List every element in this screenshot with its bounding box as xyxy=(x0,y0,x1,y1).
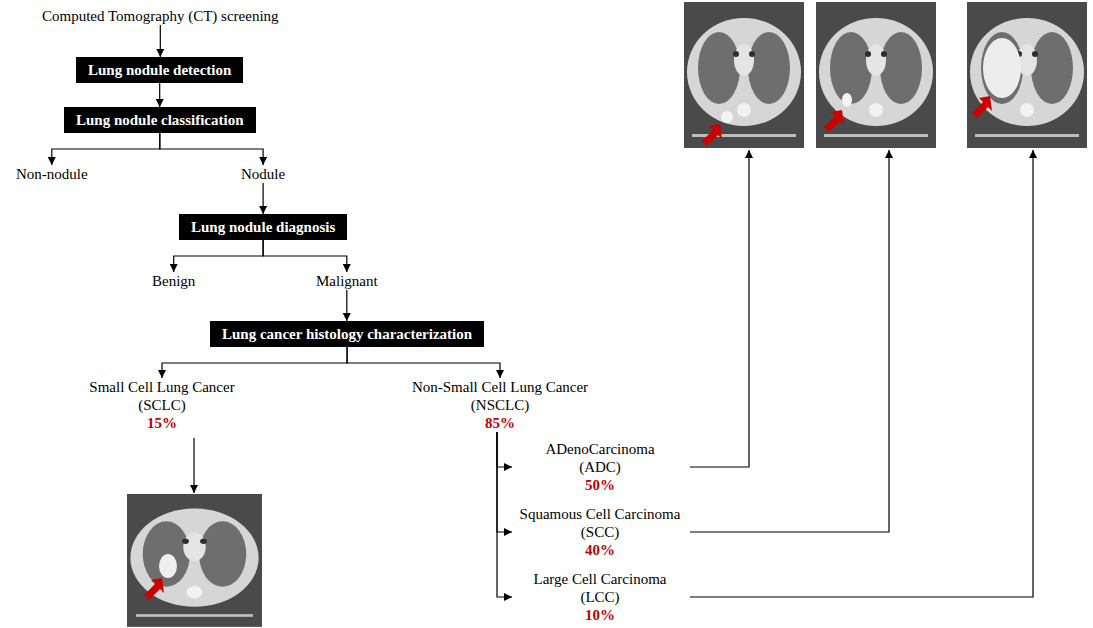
connector xyxy=(263,183,264,214)
connector xyxy=(347,347,500,378)
node-text: ADenoCarcinoma (ADC) xyxy=(533,440,668,476)
connector xyxy=(160,25,161,57)
node-text: Computed Tomography (CT) screening xyxy=(42,7,279,25)
connector xyxy=(497,432,512,597)
histology-label: Non-Small Cell Lung Cancer (NSCLC)85% xyxy=(400,378,600,432)
ct-image-scc xyxy=(816,2,936,148)
process-box: Lung nodule classification xyxy=(64,107,256,133)
node-text: Small Cell Lung Cancer (SCLC) xyxy=(80,378,245,414)
leader-arrow xyxy=(690,150,749,467)
flow-text: Malignant xyxy=(316,272,378,290)
ct-image-adc xyxy=(684,2,804,148)
histology-label: Squamous Cell Carcinoma (SCC)40% xyxy=(512,505,688,559)
percentage: 50% xyxy=(512,476,688,494)
leader-arrow xyxy=(690,150,1033,597)
node-text: Non-nodule xyxy=(16,165,88,183)
percentage: 85% xyxy=(400,414,600,432)
flow-text: Computed Tomography (CT) screening xyxy=(42,7,279,25)
connector xyxy=(346,290,347,321)
connector xyxy=(52,133,160,165)
leader-arrow xyxy=(690,150,889,532)
connector xyxy=(263,240,347,272)
connector xyxy=(497,432,512,532)
process-box: Lung nodule diagnosis xyxy=(179,214,347,240)
node-text: Malignant xyxy=(316,272,378,290)
ct-image-sclc xyxy=(127,494,262,627)
node-text: Squamous Cell Carcinoma (SCC) xyxy=(513,505,688,541)
histology-label: Large Cell Carcinoma (LCC)10% xyxy=(512,570,688,624)
percentage: 40% xyxy=(512,541,688,559)
box-title: Lung cancer histology characterization xyxy=(222,325,472,343)
flow-text: Benign xyxy=(152,272,195,290)
flow-text: Non-nodule xyxy=(16,165,88,183)
box-title: Lung nodule diagnosis xyxy=(191,218,335,236)
connector xyxy=(159,83,160,107)
process-box: Lung nodule detection xyxy=(76,57,243,83)
node-text: Non-Small Cell Lung Cancer (NSCLC) xyxy=(405,378,595,414)
connector xyxy=(497,432,512,467)
histology-label: Small Cell Lung Cancer (SCLC)15% xyxy=(77,378,247,432)
node-text: Large Cell Carcinoma (LCC) xyxy=(520,570,680,606)
percentage: 10% xyxy=(512,606,688,624)
box-title: Lung nodule detection xyxy=(88,61,231,79)
ct-image-lcc xyxy=(967,2,1087,148)
process-box: Lung cancer histology characterization xyxy=(210,321,484,347)
flow-text: Nodule xyxy=(241,165,285,183)
connector xyxy=(160,133,263,165)
histology-label: ADenoCarcinoma (ADC)50% xyxy=(512,440,688,494)
box-title: Lung nodule classification xyxy=(76,111,244,129)
node-text: Nodule xyxy=(241,165,285,183)
node-text: Benign xyxy=(152,272,195,290)
connector xyxy=(174,240,263,272)
leader-arrow xyxy=(193,438,194,493)
connector xyxy=(162,347,347,378)
percentage: 15% xyxy=(77,414,247,432)
